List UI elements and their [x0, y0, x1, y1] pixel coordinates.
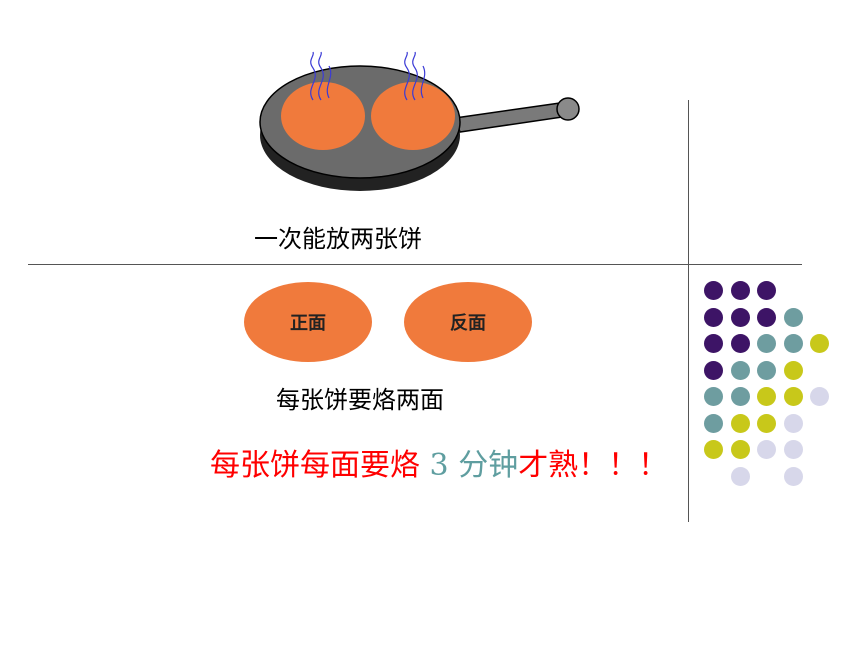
back-side-label: 反面	[450, 313, 486, 334]
notice-part2: 才熟！！！	[518, 448, 669, 483]
decorative-dot	[704, 413, 723, 433]
decorative-dot	[757, 281, 776, 300]
decorative-dot	[757, 413, 776, 433]
horizontal-divider	[28, 264, 802, 265]
notice-part1: 每张饼每面要烙	[210, 448, 420, 483]
back-side-oval: 反面	[404, 282, 532, 362]
decorative-dot	[757, 440, 776, 459]
decorative-dot	[730, 440, 750, 459]
decorative-dot	[730, 360, 750, 380]
notice-unit: 分钟	[458, 448, 519, 483]
pan-caption: 一次能放两张饼	[254, 225, 422, 253]
decorative-dot	[730, 466, 750, 486]
decorative-dot	[783, 413, 803, 433]
decorative-dot	[704, 281, 723, 300]
decorative-dot	[730, 334, 750, 353]
decorative-dot	[757, 307, 776, 327]
notice-number: 3	[429, 448, 449, 483]
decorative-dot	[757, 360, 776, 380]
decorative-dot	[704, 334, 723, 353]
decorative-dot	[757, 334, 776, 353]
pancake-left	[281, 82, 365, 150]
decorative-dot	[810, 334, 829, 353]
decorative-dot	[783, 440, 803, 459]
decorative-dot	[730, 387, 750, 406]
decorative-dot	[730, 281, 750, 300]
decorative-dot	[730, 307, 750, 327]
decorative-dot	[704, 307, 723, 327]
decorative-dot	[783, 360, 803, 380]
decorative-dot	[783, 334, 803, 353]
sides-caption: 每张饼要烙两面	[276, 386, 444, 414]
frying-pan-illustration	[259, 51, 580, 191]
decorative-dot	[783, 307, 803, 327]
decorative-dot	[704, 387, 723, 406]
front-side-oval: 正面	[244, 282, 372, 362]
decorative-dot	[783, 387, 803, 406]
decorative-dot	[730, 413, 750, 433]
decorative-dot-grid	[704, 281, 836, 491]
front-side-label: 正面	[290, 313, 326, 334]
decorative-dot	[783, 466, 803, 486]
vertical-divider	[688, 100, 689, 522]
decorative-dot	[757, 387, 776, 406]
pancake-right	[371, 82, 455, 150]
cooking-time-notice: 每张饼每面要烙 3 分钟才熟！！！	[210, 440, 668, 484]
decorative-dot	[810, 387, 829, 406]
decorative-dot	[704, 440, 723, 459]
decorative-dot	[704, 360, 723, 380]
